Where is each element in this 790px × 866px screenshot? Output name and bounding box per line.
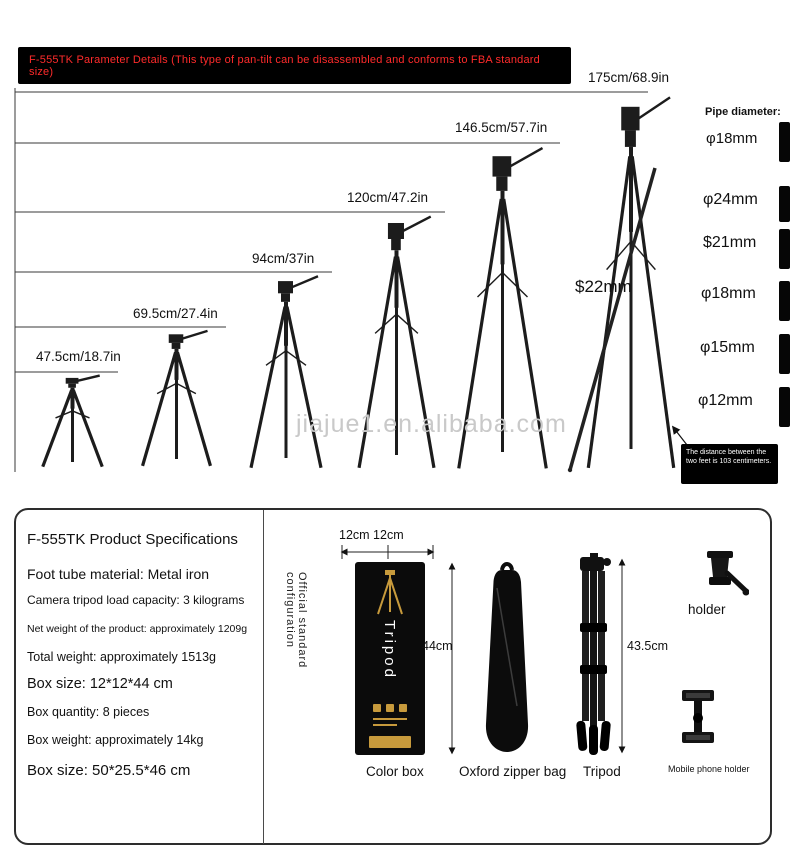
monopod-graphic: [567, 167, 657, 473]
panel-divider: [263, 510, 264, 844]
pipe-diameter-3: $21mm: [703, 234, 757, 251]
gold-tripod-print-icon: [377, 570, 403, 615]
pipe-diameter-title: Pipe diameter:: [705, 106, 781, 118]
pipe-diameter-1: φ18mm: [706, 130, 758, 147]
pipe-diameter-2: φ24mm: [703, 191, 758, 208]
height-label-47cm: 47.5cm/18.7in: [36, 349, 121, 364]
spec-box-quantity: Box quantity: 8 pieces: [27, 705, 150, 719]
phone-holder-label: Mobile phone holder: [668, 764, 750, 774]
footnote-arrow: [671, 425, 688, 446]
height-label-146cm: 146.5cm/57.7in: [455, 120, 548, 135]
pan-tilt-holder-graphic: [707, 551, 749, 596]
specifications-panel: [14, 508, 772, 845]
parameter-banner: F-555TK Parameter Details (This type of …: [18, 47, 571, 84]
banner-text: F-555TK Parameter Details (This type of …: [29, 53, 540, 78]
tripod-item-label: Tripod: [583, 764, 621, 779]
phone-holder-graphic: [682, 690, 714, 743]
color-box-graphic: Tripod: [355, 562, 425, 755]
tripod-folded-length-label: 43.5cm: [627, 639, 668, 653]
height-label-120cm: 120cm/47.2in: [347, 190, 429, 205]
box-width-label: 12cm 12cm: [339, 528, 404, 542]
specs-title: F-555TK Product Specifications: [27, 531, 238, 548]
height-axis: [14, 88, 648, 472]
spec-box-size-single: Box size: 12*12*44 cm: [27, 676, 173, 692]
pipe-section-samples: [779, 122, 790, 427]
spec-box-size-carton: Box size: 50*25.5*46 cm: [27, 762, 191, 779]
box-height-label: 44cm: [422, 639, 453, 653]
height-label-175cm: 175cm/68.9in: [588, 70, 670, 85]
box-gold-strip: [369, 736, 411, 748]
oxford-bag-label: Oxford zipper bag: [459, 764, 567, 779]
spec-box-weight: Box weight: approximately 14kg: [27, 733, 204, 747]
tripod-graphic-47cm: [41, 373, 104, 469]
spec-net-weight: Net weight of the product: approximately…: [27, 623, 248, 635]
height-label-69cm: 69.5cm/27.4in: [133, 306, 218, 321]
pipe-diameter-6: φ12mm: [698, 392, 753, 409]
spec-foot-tube-material: Foot tube material: Metal iron: [27, 566, 210, 582]
official-configuration-label: Official standard configuration: [284, 572, 308, 669]
folded-tripod-graphic: [576, 553, 611, 755]
tripod-graphic-94cm: [251, 276, 321, 468]
foot-distance-note: The distance between the two feet is 103…: [681, 444, 778, 484]
holder-label: holder: [688, 602, 726, 617]
oxford-bag-graphic: [485, 562, 529, 752]
box-print-icons: [373, 704, 407, 726]
pipe-diameter-4: φ18mm: [701, 285, 756, 302]
box-print-text: Tripod: [381, 620, 398, 680]
spec-load-capacity: Camera tripod load capacity: 3 kilograms: [27, 593, 245, 607]
watermark: jiajue1.en.alibaba.com: [296, 410, 567, 438]
dimension-lines: [340, 545, 626, 755]
tripod-graphic-69cm: [140, 328, 213, 468]
spec-total-weight: Total weight: approximately 1513g: [27, 650, 217, 664]
height-label-94cm: 94cm/37in: [252, 251, 315, 266]
monopod-diameter-label: $22mm: [575, 277, 632, 296]
pipe-diameter-5: φ15mm: [700, 339, 755, 356]
color-box-label: Color box: [366, 764, 424, 779]
